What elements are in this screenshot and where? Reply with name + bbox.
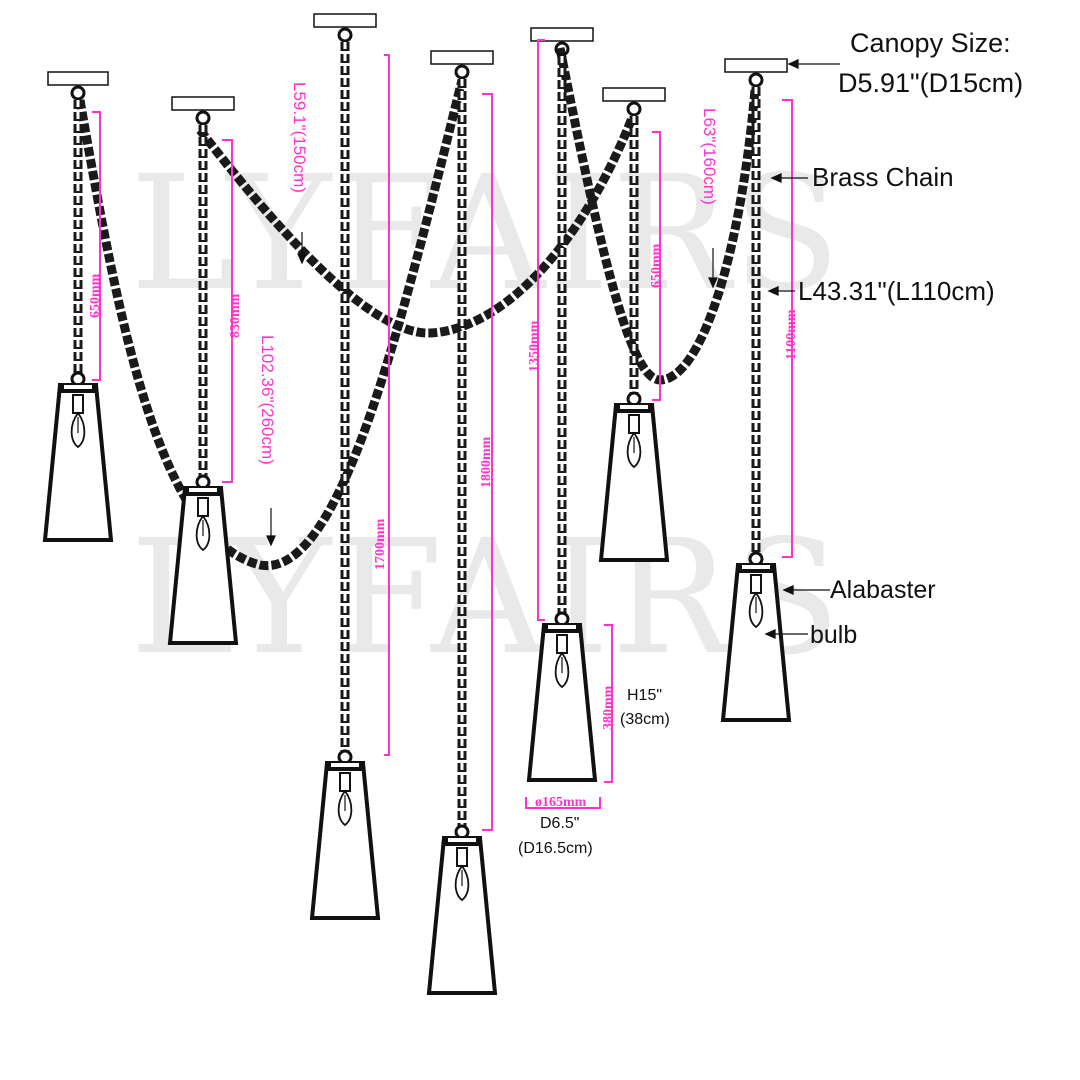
canopy-plate bbox=[724, 58, 788, 73]
swag-label-1: L59.1"(150cm) bbox=[290, 82, 309, 193]
shade-collar-detail bbox=[448, 838, 476, 842]
canopy-hook-ring bbox=[454, 64, 470, 80]
height-cm-label: (38cm) bbox=[620, 711, 670, 728]
shade-collar-detail bbox=[331, 763, 359, 767]
swag-chain-1 bbox=[75, 78, 467, 571]
dim-label-shade-diameter: ø165mm bbox=[535, 795, 587, 810]
bulb-socket bbox=[72, 394, 84, 414]
dimension-lines bbox=[92, 39, 793, 831]
pendants-layer bbox=[42, 13, 792, 995]
dim-label-pendant-5: 1350mm bbox=[527, 320, 542, 372]
canopy-plate bbox=[47, 71, 109, 86]
canopy-hook-ring bbox=[70, 85, 86, 101]
dim-label-pendant-7: 1100mm bbox=[784, 309, 799, 360]
dim-label-pendant-6: 650mm bbox=[649, 243, 664, 288]
shade-collar-detail bbox=[189, 488, 217, 492]
swag-label-2: L102.36"(260cm) bbox=[258, 335, 277, 465]
canopy-plate bbox=[313, 13, 377, 28]
bulb-socket bbox=[339, 772, 351, 792]
dim-label-pendant-1: 650mm bbox=[88, 273, 103, 318]
alabaster-label: Alabaster bbox=[830, 576, 936, 604]
dim-label-pendant-3: 1700mm bbox=[373, 518, 388, 570]
shade-collar-detail bbox=[620, 405, 648, 409]
swag-chain-2 bbox=[196, 116, 637, 338]
canopy-hook-ring bbox=[337, 27, 353, 43]
bulb-socket bbox=[628, 414, 640, 434]
diameter-cm-label: (D16.5cm) bbox=[518, 840, 593, 857]
shade-collar-detail bbox=[742, 565, 770, 569]
height-inch-label: H15" bbox=[627, 687, 662, 704]
pendant-4 bbox=[426, 50, 498, 995]
canopy-plate bbox=[430, 50, 494, 65]
canopy-plate bbox=[530, 27, 594, 42]
shade-collar-detail bbox=[548, 625, 576, 629]
dim-label-pendant-2: 830mm bbox=[228, 293, 243, 338]
canopy-hook-ring bbox=[195, 110, 211, 126]
canopy-size-value: D5.91"(D15cm) bbox=[838, 68, 1023, 98]
brass-chain-label: Brass Chain bbox=[812, 162, 954, 192]
dim-label-pendant-4: 1800mm bbox=[479, 436, 494, 488]
chain-length-label: L43.31"(L110cm) bbox=[798, 276, 995, 306]
swag-arrows bbox=[266, 232, 718, 547]
pendant-6 bbox=[598, 87, 670, 562]
bulb-socket bbox=[750, 574, 762, 594]
canopy-size-label: Canopy Size: bbox=[850, 28, 1011, 58]
pendant-2 bbox=[167, 96, 239, 645]
pendant-5 bbox=[526, 27, 598, 782]
canopy-hook-ring bbox=[748, 72, 764, 88]
pendant-3 bbox=[309, 13, 381, 920]
watermark-bottom: LYFAIRS bbox=[130, 506, 843, 690]
canopy-plate bbox=[171, 96, 235, 111]
pendant-7 bbox=[720, 58, 792, 722]
bulb-socket bbox=[556, 634, 568, 654]
callout-leaders bbox=[764, 58, 840, 640]
bulb-socket bbox=[456, 847, 468, 867]
canopy-hook-ring bbox=[554, 41, 570, 57]
diameter-inch-label: D6.5" bbox=[540, 815, 579, 832]
bulb-socket bbox=[197, 497, 209, 517]
canopy-plate bbox=[602, 87, 666, 102]
shade-collar-detail bbox=[64, 385, 92, 389]
swag-label-3: L63"(160cm) bbox=[700, 108, 719, 205]
canopy-hook-ring bbox=[626, 101, 642, 117]
pendant-1 bbox=[42, 71, 114, 542]
dim-label-shade-height: 380mm bbox=[601, 685, 616, 730]
bulb-label: bulb bbox=[810, 621, 857, 649]
